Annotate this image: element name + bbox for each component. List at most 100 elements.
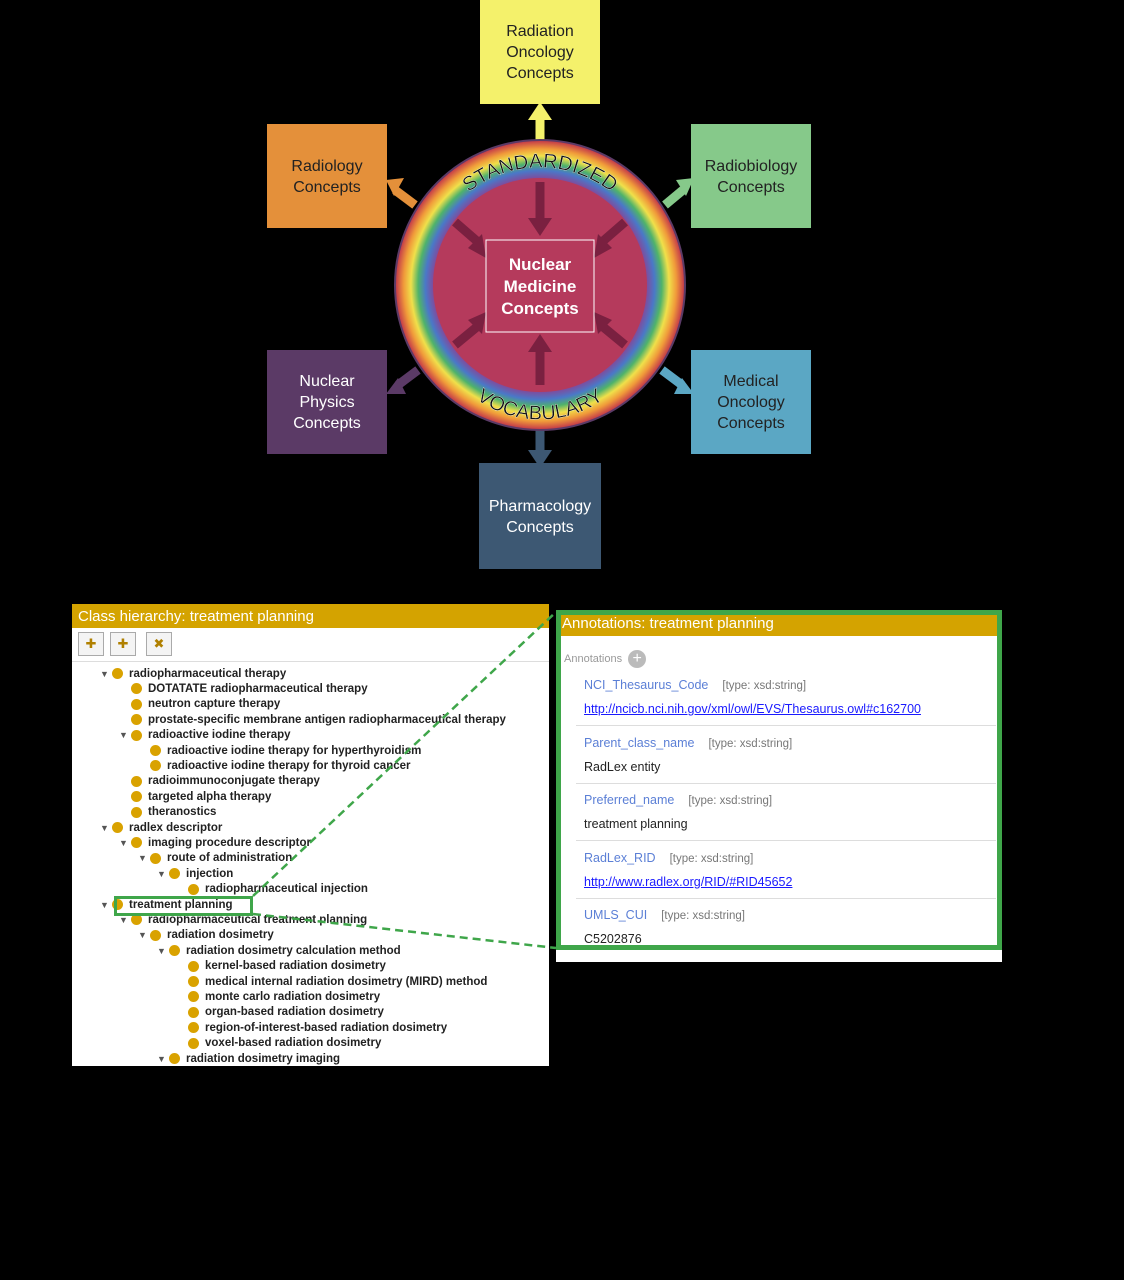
tree-node-label: radlex descriptor xyxy=(129,821,223,834)
class-icon xyxy=(188,883,199,895)
tree-node-label: imaging procedure descriptor xyxy=(148,836,311,849)
annotation-property[interactable]: UMLS_CUI xyxy=(584,908,648,922)
tree-node[interactable]: region-of-interest-based radiation dosim… xyxy=(176,1020,447,1035)
class-icon xyxy=(112,822,123,833)
tree-node[interactable]: radioactive iodine therapy for thyroid c… xyxy=(138,758,410,773)
tree-node[interactable]: neutron capture therapy xyxy=(119,697,280,712)
expand-toggle-icon[interactable]: ▼ xyxy=(157,945,166,956)
tree-node[interactable]: ▼ imaging procedure descriptor xyxy=(119,835,311,850)
tree-node-label: voxel-based radiation dosimetry xyxy=(205,1037,382,1050)
expand-toggle-icon[interactable]: ▼ xyxy=(157,1053,166,1064)
tree-node-label: radiation dosimetry imaging xyxy=(186,1052,340,1065)
tree-node-label: medical internal radiation dosimetry (MI… xyxy=(205,975,488,988)
tree-node[interactable]: ▼treatment planning xyxy=(100,897,233,912)
add-subclass-button[interactable]: ✚ xyxy=(78,632,104,656)
tree-node-label: radioactive iodine therapy for thyroid c… xyxy=(167,759,411,772)
annotation-property[interactable]: Parent_class_name xyxy=(584,735,695,750)
tree-node[interactable]: radioimmunoconjugate therapy xyxy=(119,774,320,789)
class-icon xyxy=(131,791,142,803)
add-sibling-button[interactable]: ✚ xyxy=(110,632,136,656)
class-icon xyxy=(169,945,180,957)
toolbar-divider xyxy=(72,661,549,662)
annotation-type: [type: xsd:string] xyxy=(688,795,773,807)
expand-toggle-icon[interactable]: ▼ xyxy=(100,822,109,833)
radiation-oncology-box xyxy=(480,0,600,104)
tree-node[interactable]: ▼ radiation dosimetry imaging xyxy=(157,1051,340,1066)
nuclear-physics-box xyxy=(267,350,387,454)
tree-node-label: kernel-based radiation dosimetry xyxy=(205,960,386,973)
expand-toggle-icon[interactable]: ▼ xyxy=(138,930,147,941)
tree-node-label: organ-based radiation dosimetry xyxy=(205,1006,384,1019)
expand-toggle-icon[interactable]: ▼ xyxy=(100,668,109,679)
class-icon xyxy=(131,698,142,710)
tree-node-label: radiopharmaceutical injection xyxy=(205,883,368,896)
class-hierarchy-panel: Class hierarchy: treatment planning ✚ ✚ … xyxy=(72,604,549,1066)
tree-node-label: radiopharmaceutical therapy xyxy=(129,667,287,680)
annotation-item: UMLS_CUI[type: xsd:string]C5202876 xyxy=(584,906,996,946)
class-icon xyxy=(188,1006,199,1018)
annotation-value: RadLex entity xyxy=(584,759,661,774)
tree-node[interactable]: ▼injection xyxy=(157,866,233,881)
expand-toggle-icon[interactable]: ▼ xyxy=(138,853,147,864)
expand-toggle-icon[interactable]: ▼ xyxy=(119,730,128,741)
tree-node-label: region-of-interest-based radiation dosim… xyxy=(205,1021,448,1034)
class-icon xyxy=(188,991,199,1003)
tree-node[interactable]: ▼ route of administration xyxy=(138,851,292,866)
annotation-property[interactable]: RadLex_RID xyxy=(584,850,656,865)
expand-toggle-icon[interactable]: ▼ xyxy=(119,837,128,848)
tree-node[interactable]: DOTATATE radiopharmaceutical therapy xyxy=(119,681,368,696)
class-icon xyxy=(169,1053,180,1064)
class-icon xyxy=(150,760,161,772)
radiobiology-box xyxy=(691,124,811,228)
tree-node[interactable]: radioactive iodine therapy for hyperthyr… xyxy=(138,743,421,758)
delete-class-button[interactable]: ✖ xyxy=(146,632,172,656)
class-icon xyxy=(131,714,142,726)
annotations-title: Annotations: treatment planning xyxy=(556,610,1002,636)
class-icon xyxy=(188,1022,199,1034)
class-hierarchy-title: Class hierarchy: treatment planning xyxy=(72,604,549,628)
annotation-property[interactable]: NCI_Thesaurus_Code xyxy=(584,678,709,692)
tree-node[interactable]: kernel-based radiation dosimetry xyxy=(176,959,386,974)
tree-node[interactable]: monte carlo radiation dosimetry xyxy=(176,989,380,1004)
tree-node[interactable]: prostate-specific membrane antigen radio… xyxy=(119,712,506,727)
class-icon xyxy=(131,914,142,926)
expand-toggle-icon[interactable]: ▼ xyxy=(100,899,109,910)
annotation-value[interactable]: http://www.radlex.org/RID/#RID45652 xyxy=(584,874,793,889)
tree-node-label: radioimmunoconjugate therapy xyxy=(148,775,320,788)
expand-toggle-icon[interactable]: ▼ xyxy=(157,868,166,879)
tree-node-label: theranostics xyxy=(148,806,217,819)
annotation-item: RadLex_RID[type: xsd:string]http://www.r… xyxy=(584,849,996,889)
class-icon xyxy=(131,683,142,695)
tree-node[interactable]: ▼ radiopharmaceutical therapy xyxy=(100,666,286,681)
tree-node[interactable]: medical internal radiation dosimetry (MI… xyxy=(176,974,487,989)
annotation-type: [type: xsd:string] xyxy=(661,910,745,922)
tree-node[interactable]: ▼radioactive iodine therapy xyxy=(119,728,291,743)
class-icon xyxy=(131,837,142,849)
tree-node[interactable]: theranostics xyxy=(119,805,216,820)
selected-class-highlight xyxy=(114,896,253,916)
tree-node[interactable]: ▼ radlex descriptor xyxy=(100,820,222,835)
expand-toggle-icon[interactable]: ▼ xyxy=(119,914,128,925)
tree-node[interactable]: organ-based radiation dosimetry xyxy=(176,1005,384,1020)
tree-node[interactable]: voxel-based radiation dosimetry xyxy=(176,1036,381,1051)
annotation-value: treatment planning xyxy=(584,817,688,831)
tree-node-label: route of administration xyxy=(167,852,293,865)
tree-node[interactable]: ▼ radiation dosimetry xyxy=(138,928,274,943)
tree-node[interactable]: targeted alpha therapy xyxy=(119,789,271,804)
tree-node-label: radioactive iodine therapy for hyperthyr… xyxy=(167,744,422,757)
class-icon xyxy=(150,929,161,941)
medical-oncology-box xyxy=(691,350,811,454)
tree-node-label: radiation dosimetry xyxy=(167,929,274,942)
tree-node[interactable]: ▼radiation dosimetry calculation method xyxy=(157,943,401,958)
add-annotation-icon[interactable]: + xyxy=(628,650,647,668)
annotation-type: [type: xsd:string] xyxy=(722,680,807,692)
tree-node-label: targeted alpha therapy xyxy=(148,790,272,803)
annotation-property[interactable]: Preferred_name xyxy=(584,793,675,807)
tree-node[interactable]: radiopharmaceutical injection xyxy=(176,882,368,897)
annotation-value[interactable]: http://ncicb.nci.nih.gov/xml/owl/EVS/The… xyxy=(584,702,921,716)
